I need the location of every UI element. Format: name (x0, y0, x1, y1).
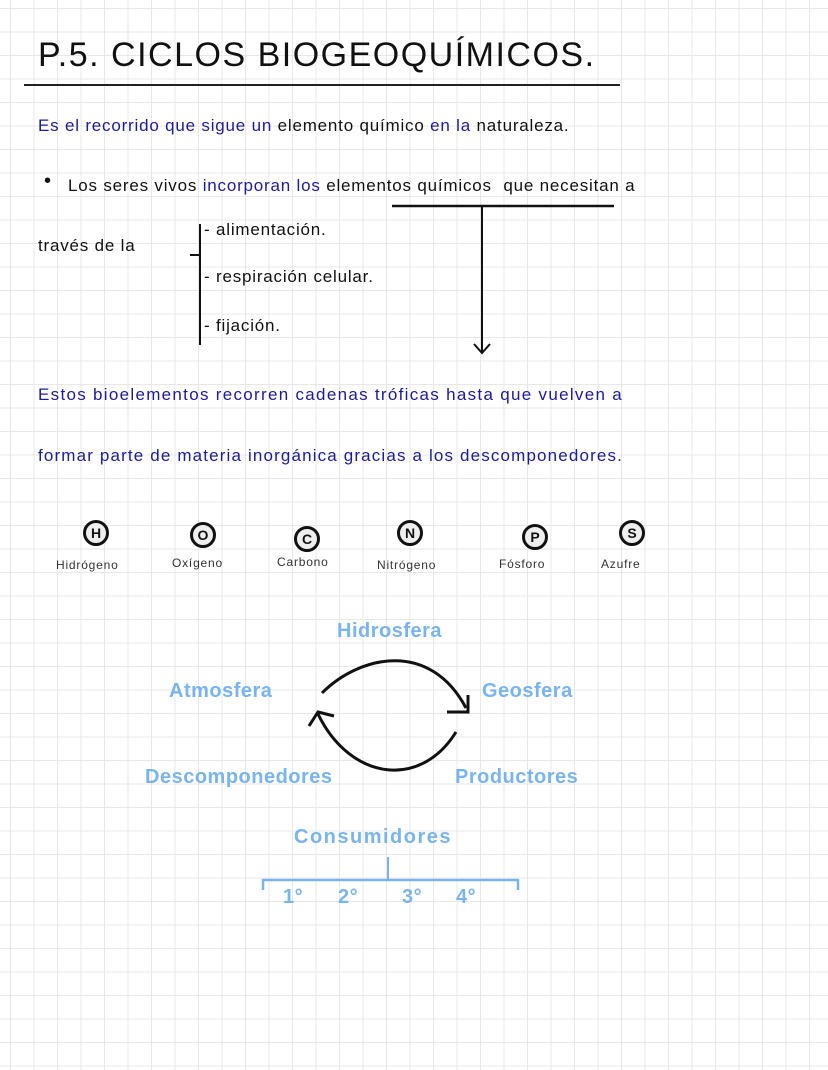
definition-part: en la (430, 116, 471, 135)
via-item: - alimentación. (204, 220, 327, 239)
element-name: Fósforo (499, 557, 546, 571)
bullet-part: elementos químicos (326, 176, 492, 195)
consumer-level: 1° (283, 886, 304, 908)
element-name: Nitrógeno (377, 558, 437, 572)
bioelements-line: Estos bioelementos recorren cadenas tróf… (38, 385, 623, 404)
element-symbol-o: O (190, 522, 216, 548)
consumer-level: 2° (338, 886, 359, 908)
element-name: Oxígeno (172, 556, 223, 570)
element-symbol-c: C (294, 526, 320, 552)
cycle-descomponedores: Descomponedores (145, 766, 333, 788)
via-item: - respiración celular. (204, 267, 374, 286)
title-underline (24, 84, 620, 86)
element-symbol-p: P (522, 524, 548, 550)
cycle-atmosfera: Atmosfera (169, 680, 273, 702)
bioelements-line: formar parte de materia inorgánica graci… (38, 446, 624, 465)
element-name: Hidrógeno (56, 558, 119, 572)
bullet-part: incorporan los (202, 176, 321, 195)
bullet-text: Los seres vivos incorporan los elementos… (68, 176, 635, 196)
definition-part: Es el recorrido que sigue un (38, 116, 273, 135)
via-label: través de la (38, 236, 136, 255)
bullet-part: que necesitan a (503, 176, 636, 195)
definition-part: elemento químico (277, 116, 425, 135)
via-item: - fijación. (204, 316, 281, 335)
element-name: Azufre (601, 557, 641, 571)
bullet-icon: • (44, 170, 52, 192)
page-title: P.5. CICLOS BIOGEOQUÍMICOS. (38, 36, 596, 74)
element-symbol-h: H (83, 520, 109, 546)
consumers-label: Consumidores (294, 826, 453, 848)
definition: Es el recorrido que sigue un elemento qu… (38, 116, 569, 136)
element-symbol-n: N (397, 520, 423, 546)
cycle-geosfera: Geosfera (482, 680, 573, 702)
cycle-productores: Productores (455, 766, 579, 788)
consumer-level: 3° (402, 886, 423, 908)
bullet-part: Los seres vivos (68, 176, 198, 195)
element-name: Carbono (277, 555, 329, 569)
element-symbol-s: S (619, 520, 645, 546)
definition-part: naturaleza. (476, 116, 570, 135)
cycle-hidrosfera: Hidrosfera (337, 620, 443, 642)
consumer-level: 4° (456, 886, 477, 908)
